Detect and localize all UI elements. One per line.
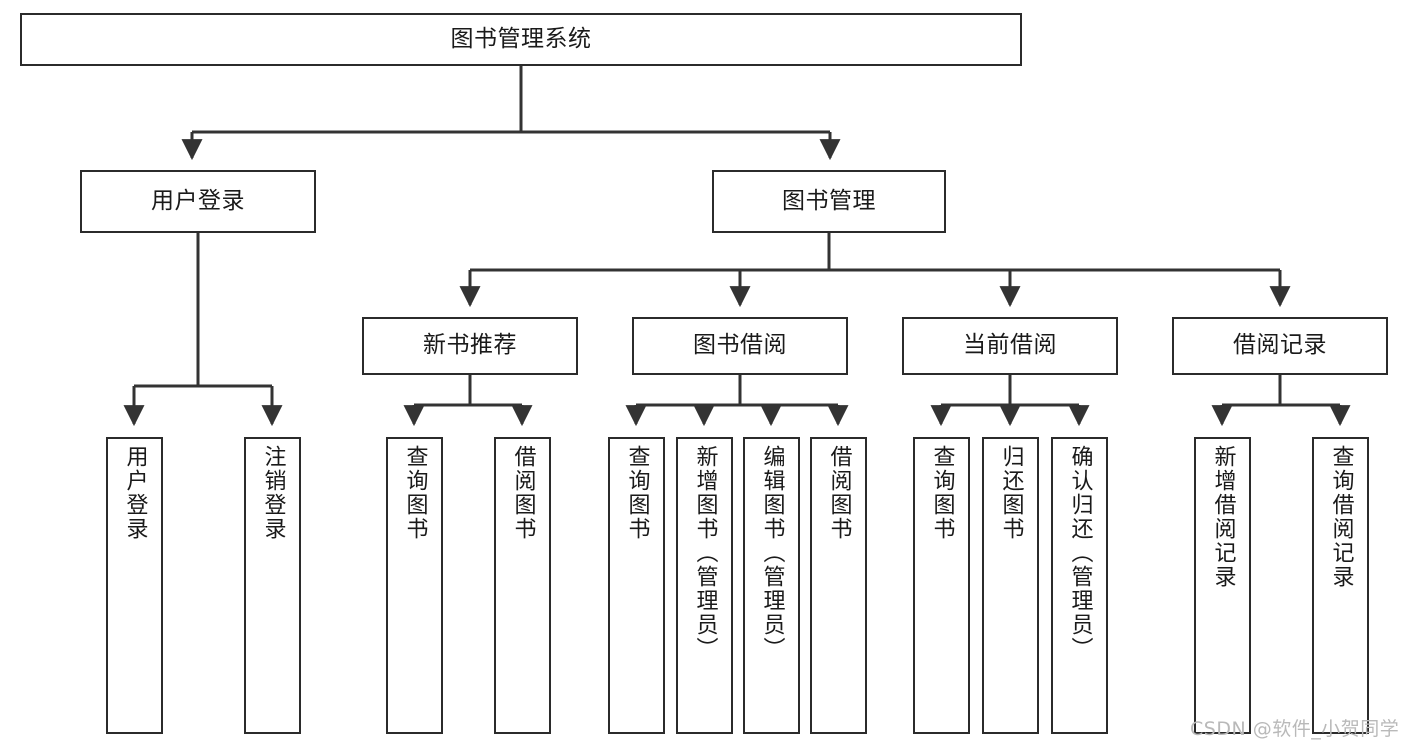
node-book-manage[interactable]: 图书管理 bbox=[712, 170, 946, 233]
node-root-label: 图书管理系统 bbox=[450, 25, 592, 52]
csdn-watermark: CSDN @软件_小贺同学 bbox=[1190, 718, 1400, 740]
node-leaf-confirm-return-label: 确认归还（管理员） bbox=[1067, 445, 1093, 661]
node-leaf-add-book[interactable]: 新增图书（管理员） bbox=[676, 437, 733, 734]
node-leaf-query-book-borrow-label: 查询图书 bbox=[624, 445, 650, 541]
node-book-borrow[interactable]: 图书借阅 bbox=[632, 317, 848, 375]
node-leaf-query-book-rec-label: 查询图书 bbox=[402, 445, 428, 541]
node-current-borrow-label: 当前借阅 bbox=[963, 332, 1057, 359]
node-leaf-user-logout[interactable]: 注销登录 bbox=[244, 437, 301, 734]
node-leaf-borrow-book[interactable]: 借阅图书 bbox=[810, 437, 867, 734]
node-leaf-user-logout-label: 注销登录 bbox=[260, 445, 286, 541]
node-leaf-borrow-book-rec-label: 借阅图书 bbox=[510, 445, 536, 541]
node-leaf-query-record-label: 查询借阅记录 bbox=[1328, 445, 1354, 589]
node-leaf-add-record[interactable]: 新增借阅记录 bbox=[1194, 437, 1251, 734]
node-leaf-query-book-cur-label: 查询图书 bbox=[929, 445, 955, 541]
node-leaf-return-book-label: 归还图书 bbox=[998, 445, 1024, 541]
node-leaf-add-record-label: 新增借阅记录 bbox=[1210, 445, 1236, 589]
node-book-borrow-label: 图书借阅 bbox=[693, 332, 787, 359]
node-borrow-record-label: 借阅记录 bbox=[1233, 332, 1327, 359]
node-borrow-record[interactable]: 借阅记录 bbox=[1172, 317, 1388, 375]
node-leaf-user-login[interactable]: 用户登录 bbox=[106, 437, 163, 734]
node-leaf-edit-book[interactable]: 编辑图书（管理员） bbox=[743, 437, 800, 734]
node-leaf-query-book-borrow[interactable]: 查询图书 bbox=[608, 437, 665, 734]
node-leaf-user-login-label: 用户登录 bbox=[122, 445, 148, 541]
node-leaf-borrow-book-label: 借阅图书 bbox=[826, 445, 852, 541]
node-user-login-label: 用户登录 bbox=[151, 187, 245, 214]
node-current-borrow[interactable]: 当前借阅 bbox=[902, 317, 1118, 375]
node-leaf-edit-book-label: 编辑图书（管理员） bbox=[759, 445, 785, 661]
node-leaf-query-record[interactable]: 查询借阅记录 bbox=[1312, 437, 1369, 734]
node-new-book-rec[interactable]: 新书推荐 bbox=[362, 317, 578, 375]
node-leaf-query-book-cur[interactable]: 查询图书 bbox=[913, 437, 970, 734]
node-leaf-confirm-return[interactable]: 确认归还（管理员） bbox=[1051, 437, 1108, 734]
node-new-book-rec-label: 新书推荐 bbox=[423, 332, 517, 359]
node-user-login[interactable]: 用户登录 bbox=[80, 170, 316, 233]
node-leaf-return-book[interactable]: 归还图书 bbox=[982, 437, 1039, 734]
node-root[interactable]: 图书管理系统 bbox=[20, 13, 1022, 66]
node-leaf-add-book-label: 新增图书（管理员） bbox=[692, 445, 718, 661]
node-leaf-query-book-rec[interactable]: 查询图书 bbox=[386, 437, 443, 734]
node-book-manage-label: 图书管理 bbox=[782, 187, 876, 214]
node-leaf-borrow-book-rec[interactable]: 借阅图书 bbox=[494, 437, 551, 734]
